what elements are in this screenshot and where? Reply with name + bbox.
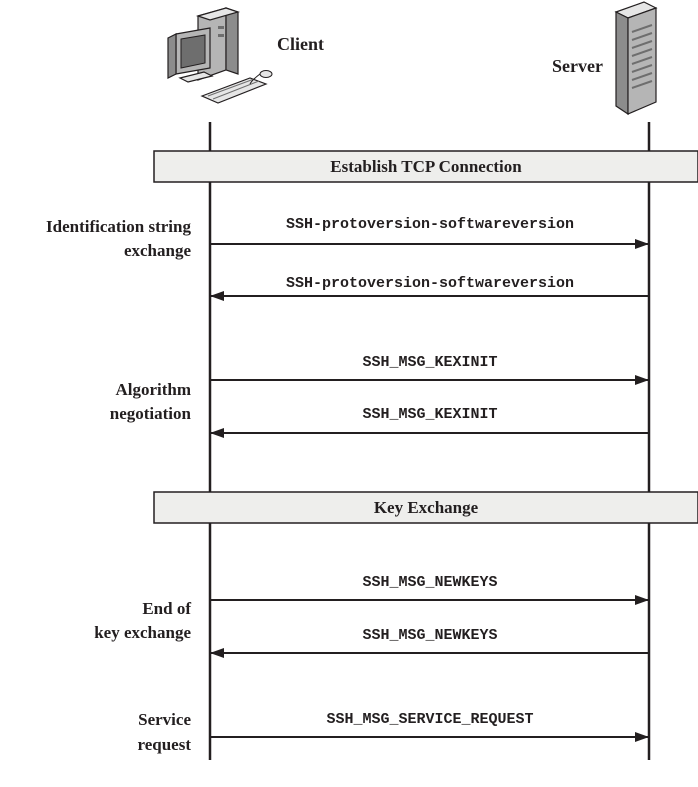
- step-algorithm-negotiation: Algorithm negotiation SSH_MSG_KEXINIT SS…: [110, 354, 649, 438]
- step-label-line: Identification string: [46, 217, 191, 236]
- step-end-of-key-exchange: End of key exchange SSH_MSG_NEWKEYS SSH_…: [94, 574, 649, 658]
- step-label-line: exchange: [124, 241, 192, 260]
- step-label-line: negotiation: [110, 404, 192, 423]
- step-label-line: request: [137, 735, 191, 754]
- client-label: Client: [277, 34, 324, 54]
- phase-establish-tcp: Establish TCP Connection: [153, 150, 698, 183]
- message-label: SSH_MSG_NEWKEYS: [362, 574, 497, 591]
- step-label-line: key exchange: [94, 623, 191, 642]
- step-service-request: Service request SSH_MSG_SERVICE_REQUEST: [137, 710, 649, 754]
- phase-box: [153, 150, 698, 183]
- message-label: SSH_MSG_NEWKEYS: [362, 627, 497, 644]
- server-tower-icon: [614, 1, 658, 116]
- step-identification-string-exchange: Identification string exchange SSH-proto…: [46, 216, 649, 301]
- message-label: SSH_MSG_KEXINIT: [362, 354, 497, 371]
- message-label: SSH-protoversion-softwareversion: [286, 275, 574, 292]
- phase-label: Key Exchange: [374, 498, 479, 517]
- phase-label: Establish TCP Connection: [330, 157, 522, 176]
- step-label-line: End of: [142, 599, 191, 618]
- desktop-computer-icon: [167, 7, 273, 104]
- server-label: Server: [552, 56, 603, 76]
- step-label-line: Algorithm: [115, 380, 191, 399]
- phase-box: [153, 491, 698, 524]
- message-label: SSH-protoversion-softwareversion: [286, 216, 574, 233]
- phase-key-exchange: Key Exchange: [153, 491, 698, 524]
- message-label: SSH_MSG_SERVICE_REQUEST: [326, 711, 533, 728]
- step-label-line: Service: [138, 710, 191, 729]
- message-label: SSH_MSG_KEXINIT: [362, 406, 497, 423]
